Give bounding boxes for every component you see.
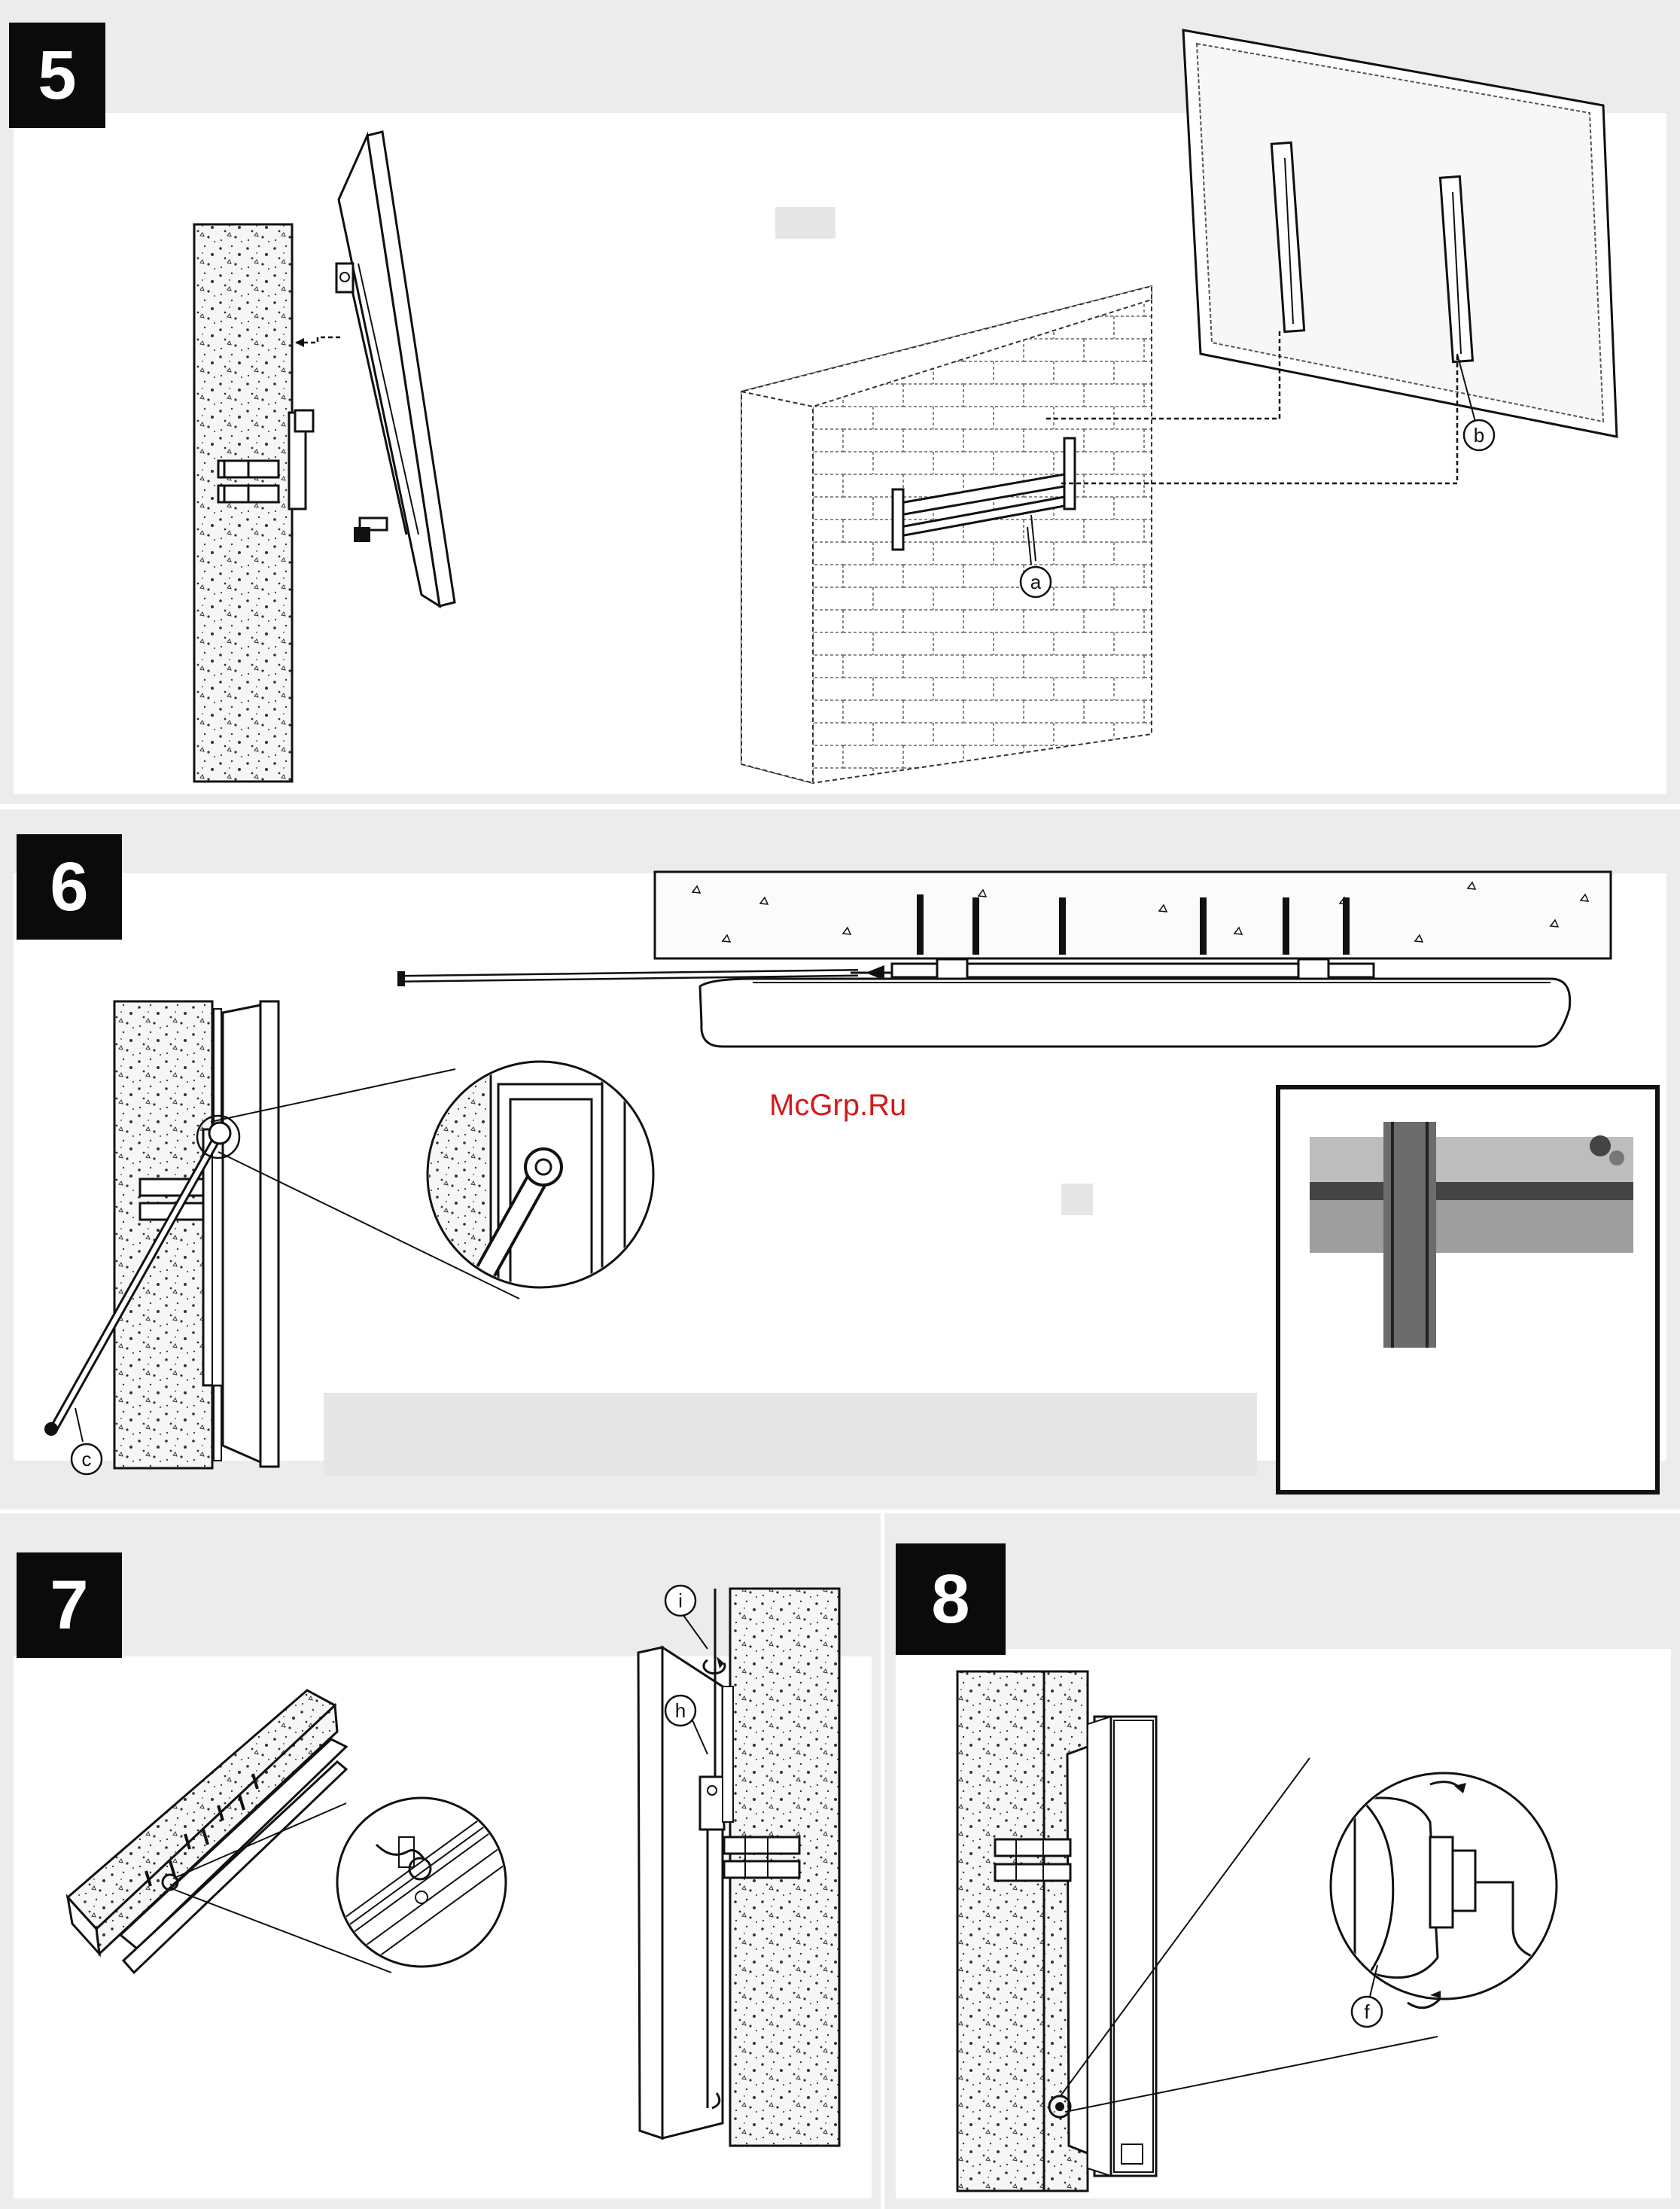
panel-8-side-view: [957, 1671, 1156, 2191]
watermark-text: McGrp.Ru: [769, 1089, 906, 1123]
callout-f-label: f: [1364, 2000, 1370, 2023]
